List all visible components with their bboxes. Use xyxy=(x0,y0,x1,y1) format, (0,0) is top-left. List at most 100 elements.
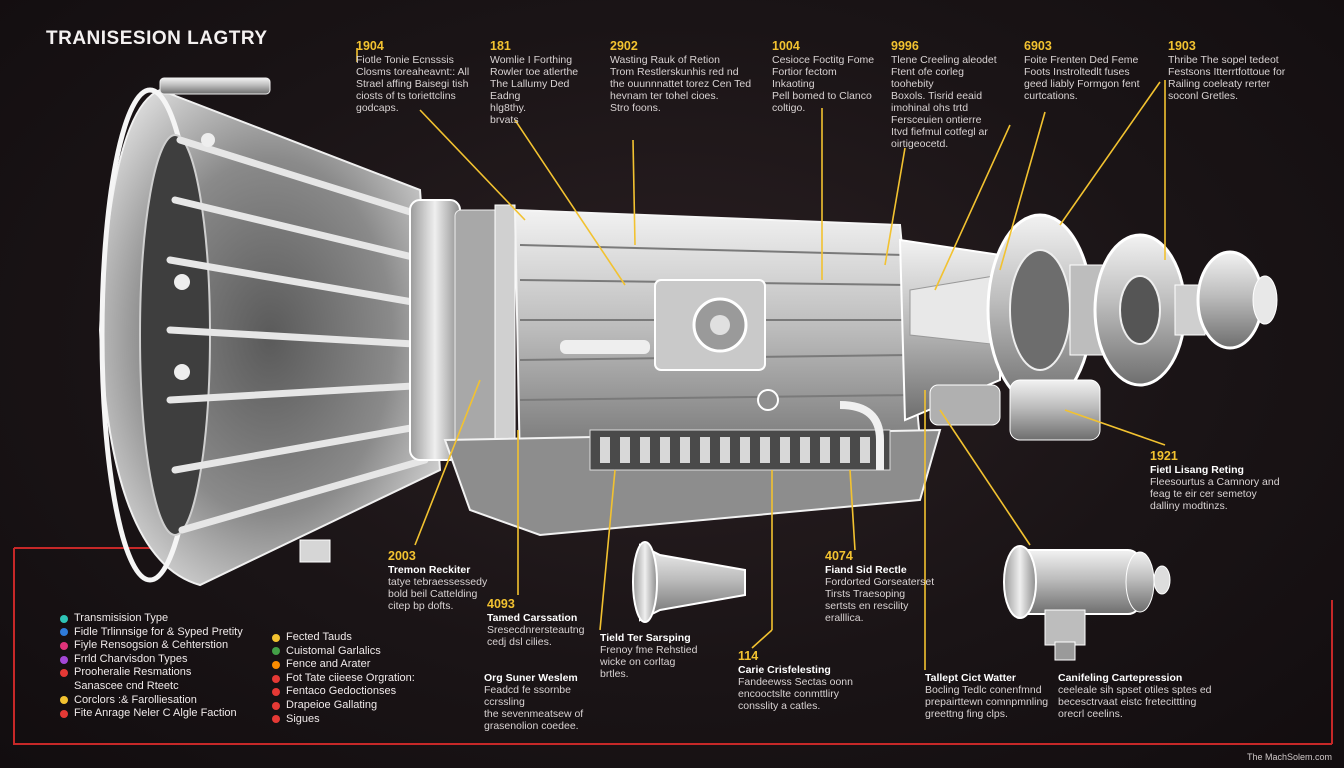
callout-year: 1904 xyxy=(356,39,384,53)
callout-4: 1004 Cesioce Foctitg Fome Fortior fectom… xyxy=(772,40,882,114)
legend-item: Transmisision Type xyxy=(60,612,243,626)
legend-label: Transmisision Type xyxy=(74,612,169,624)
legend-item: Sigues xyxy=(272,713,415,727)
callout-text: Cesioce Foctitg Fome Fortior fectom Inka… xyxy=(772,54,875,114)
legend-item: Fected Tauds xyxy=(272,631,415,645)
credit-text: The MachSolem.com xyxy=(1246,752,1332,762)
callout-heading: Tallept Cict Watter xyxy=(925,672,1017,684)
legend-dot-icon xyxy=(272,701,280,710)
legend-dot-icon xyxy=(60,655,68,664)
legend-dot-icon xyxy=(60,669,68,678)
legend-label: Sanascee cnd Rteetc xyxy=(74,679,179,692)
callout-text: Feadcd fe ssornbe ccrssling the sevenmea… xyxy=(484,684,584,732)
callout-text: Fandeewss Sectas oonn encooctslte conmtt… xyxy=(738,676,853,712)
legend-label: Fected Tauds xyxy=(286,631,352,643)
legend-item: Fidle Trlinnsige for & Syped Pretity xyxy=(60,626,243,640)
callout-9: 2003 Tremon Reckiter tatye tebraessessed… xyxy=(388,550,488,612)
callout-text: Fordorted Gorseaterset Tirsts Traesoping… xyxy=(825,576,935,624)
legend-dot-icon xyxy=(60,641,68,650)
callout-16: Canifeling Cartepression ceeleale sih sp… xyxy=(1058,672,1218,720)
legend-label: Fiyle Rensogsion & Cehterstion xyxy=(74,639,229,652)
callout-heading: Fiand Sid Rectle xyxy=(825,564,907,576)
callout-year: 181 xyxy=(490,39,511,53)
legend-label: Drapeioe Gallating xyxy=(286,698,378,711)
callout-heading: Carie Crisfelesting xyxy=(738,664,831,676)
callout-6: 6903 Foite Frenten Ded Feme Foots Instro… xyxy=(1024,40,1144,102)
callout-year: 9996 xyxy=(891,39,919,53)
legend-label: Fite Anrage Neler C Algle Faction xyxy=(74,707,237,720)
callout-3: 2902 Wasting Rauk of Retion Trom Restler… xyxy=(610,40,760,114)
callout-heading: Fietl Lisang Reting xyxy=(1150,464,1244,476)
callout-year: 1004 xyxy=(772,39,800,53)
legend-dot-icon xyxy=(60,614,68,623)
legend-item: Cuistomal Garlalics xyxy=(272,645,415,659)
callout-heading: Org Suner Weslem xyxy=(484,672,578,684)
legend-label: Cuistomal Garlalics xyxy=(286,644,381,657)
legend-dot-icon xyxy=(272,633,280,642)
callout-year: 4093 xyxy=(487,597,515,611)
legend-label: Sigues xyxy=(286,712,320,725)
front-flange xyxy=(409,199,516,461)
callout-text: Fleesourtus a Camnory and feag te eir ce… xyxy=(1150,476,1280,512)
callout-year: 1903 xyxy=(1168,39,1196,53)
legend-dot-icon xyxy=(272,674,280,683)
callout-year: 4074 xyxy=(825,549,853,563)
callout-heading: Tamed Carssation xyxy=(487,612,578,624)
main-case xyxy=(513,208,922,472)
output-shaft-part xyxy=(632,541,746,623)
legend-item: Fiyle Rensogsion & Cehterstion xyxy=(60,639,243,653)
legend-dot-icon xyxy=(60,696,68,705)
legend-label: Frrld Charvisdon Types xyxy=(74,652,188,665)
callout-2: 181 Womlie I Forthing Rowler toe atlerth… xyxy=(490,40,598,126)
legend-item: Fentaco Gedoctionses xyxy=(272,685,415,699)
legend-label: Fentaco Gedoctionses xyxy=(286,685,397,698)
legend-item: Fence and Arater xyxy=(272,658,415,672)
callout-12: Org Suner Weslem Feadcd fe ssornbe ccrss… xyxy=(484,672,614,732)
callout-text: Frenoy fme Rehstied wicke on corltag brt… xyxy=(600,644,698,680)
legend-label: Fidle Trlinnsige for & Syped Pretity xyxy=(74,625,243,638)
page-title: TRANISESION LAGTRY xyxy=(46,28,268,49)
legend-dot-icon xyxy=(272,647,280,656)
callout-text: Thribe The sopel tedeot Festsons Itterrt… xyxy=(1168,54,1286,102)
legend-label: Corclors :& Farolliesation xyxy=(74,693,197,706)
legend-item: Sanascee cnd Rteetc xyxy=(60,680,243,694)
legend-dot-icon xyxy=(60,628,68,637)
callout-13: 114 Carie Crisfelesting Fandeewss Sectas… xyxy=(738,650,863,712)
callout-year: 114 xyxy=(738,649,759,663)
callout-text: Tlene Creeling aleodet Ftent ofe corleg … xyxy=(891,54,997,150)
legend-dot-icon xyxy=(272,715,280,724)
callout-year: 2902 xyxy=(610,39,638,53)
legend-item: Corclors :& Farolliesation xyxy=(60,694,243,708)
callout-14: 4074 Fiand Sid Rectle Fordorted Gorseate… xyxy=(825,550,935,624)
legend-dot-icon xyxy=(272,688,280,697)
callout-heading: Canifeling Cartepression xyxy=(1058,672,1183,684)
callout-7: 1903 Thribe The sopel tedeot Festsons It… xyxy=(1168,40,1288,102)
callout-text: Foite Frenten Ded Feme Foots Instroltedl… xyxy=(1024,54,1140,102)
callout-text: Sresecdnrersteautng cedj dsl cilies. xyxy=(487,624,585,648)
legend-item: Drapeioe Gallating xyxy=(272,699,415,713)
legend-dot-icon xyxy=(272,660,280,669)
callout-1: 1904 Fiotle Tonie Ecnsssis Closms toreah… xyxy=(356,40,484,114)
legend-item: Fot Tate ciieese Orgration: xyxy=(272,672,415,686)
legend-label: Fence and Arater xyxy=(286,658,371,671)
oil-pan xyxy=(443,401,942,537)
callout-year: 2003 xyxy=(388,549,416,563)
callout-text: Wasting Rauk of Retion Trom Restlerskunh… xyxy=(610,54,752,114)
callout-heading: Tremon Reckiter xyxy=(388,564,471,576)
legend-right: Fected Tauds Cuistomal Garlalics Fence a… xyxy=(272,631,415,726)
callout-10: 4093 Tamed Carssation Sresecdnrersteautn… xyxy=(487,598,597,648)
callout-year: 6903 xyxy=(1024,39,1052,53)
callout-text: Womlie I Forthing Rowler toe atlerthe Th… xyxy=(490,54,579,126)
pump-assembly xyxy=(1003,545,1171,661)
callout-15: Tallept Cict Watter Bocling Tedlc conenf… xyxy=(925,672,1050,720)
legend-label: Fot Tate ciieese Orgration: xyxy=(286,671,415,684)
callout-text: Fiotle Tonie Ecnsssis Closms toreaheavnt… xyxy=(356,54,470,114)
callout-5: 9996 Tlene Creeling aleodet Ftent ofe co… xyxy=(891,40,1006,150)
legend-left: Transmisision Type Fidle Trlinnsige for … xyxy=(60,612,243,721)
tail-housing xyxy=(898,213,1278,441)
callout-text: tatye tebraessessedy bold beil Catteldin… xyxy=(388,576,488,612)
bell-housing xyxy=(98,77,442,587)
callout-text: Bocling Tedlc conenfmnd prepairttewn com… xyxy=(925,684,1049,720)
leader-lines xyxy=(356,48,1166,670)
